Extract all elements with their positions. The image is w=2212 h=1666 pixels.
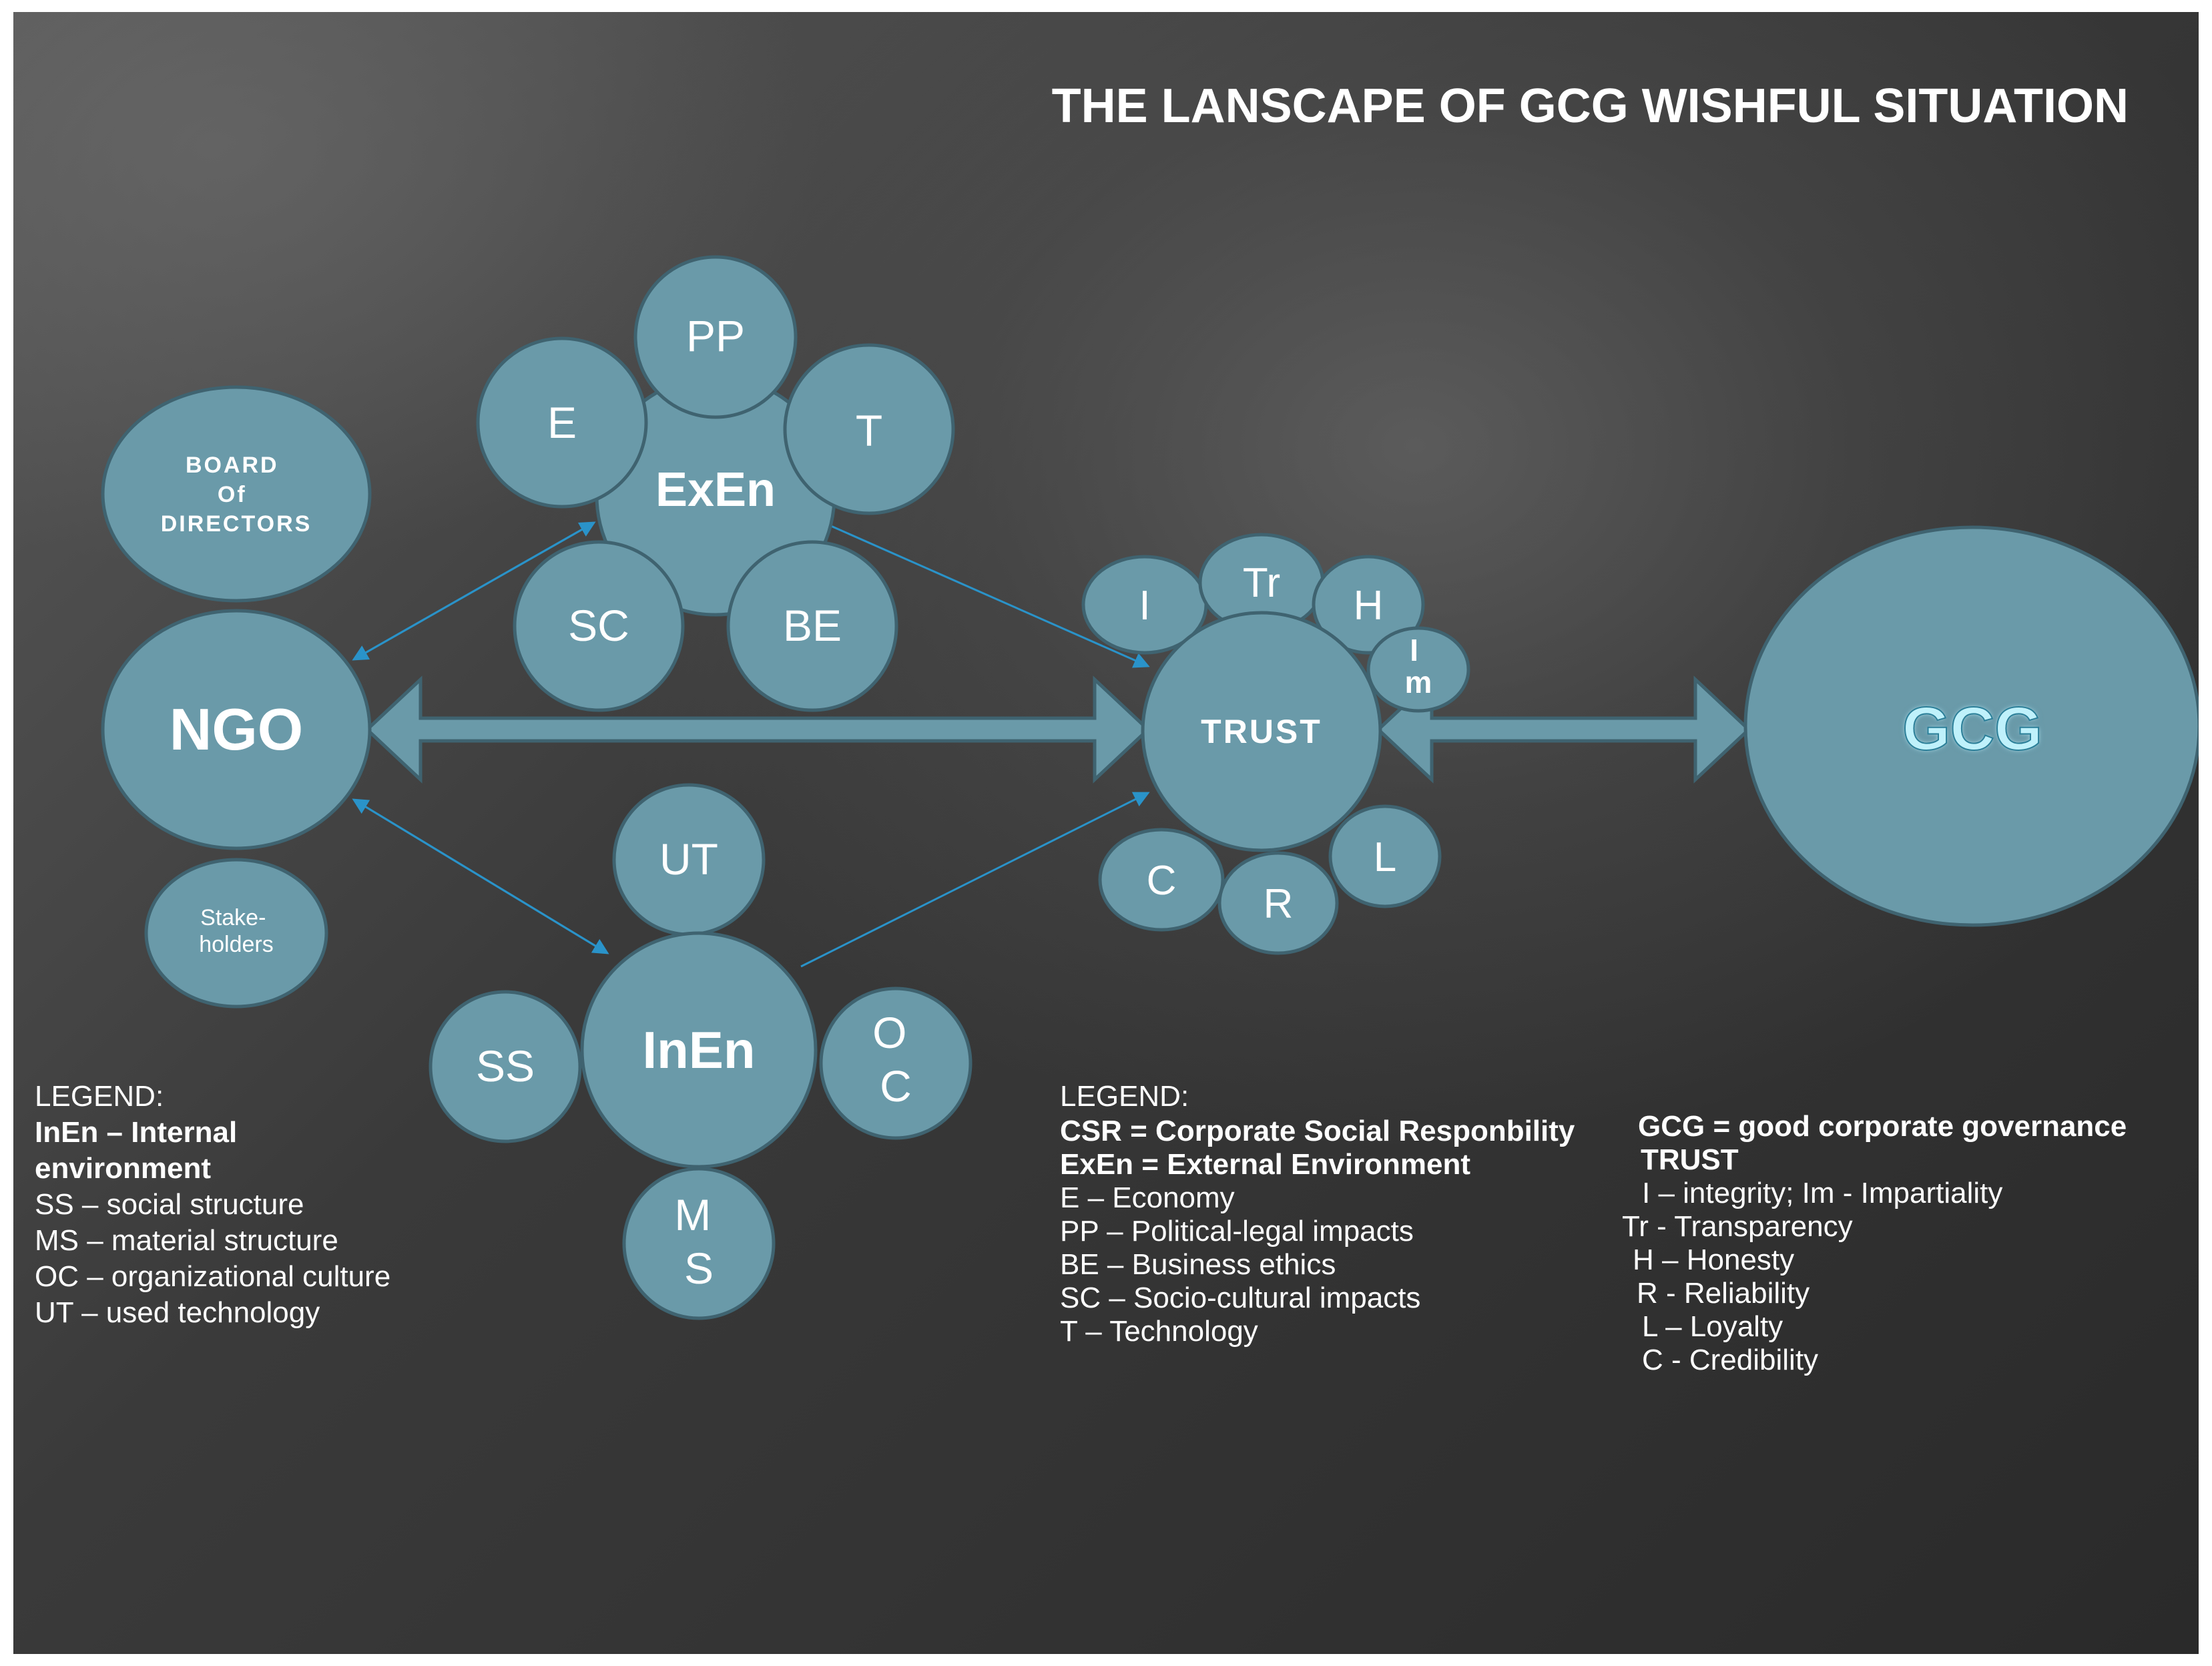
arrow-ngo-inen: [353, 798, 609, 954]
legend-right-line: R - Reliability: [1637, 1277, 1810, 1310]
trust-node: [1141, 611, 1382, 852]
landscape-diagram: ExEn PP E T SC BE BOARD Of DIRECTORS NGO…: [101, 255, 2199, 1320]
trust-label: TRUST: [1201, 713, 1322, 750]
ms-label: M S: [674, 1190, 723, 1293]
board-line-1: BOARD: [186, 453, 279, 478]
legend-middle-line: CSR = Corporate Social Responbility: [1060, 1115, 1575, 1147]
ms-line-1: M: [674, 1190, 711, 1239]
legend-middle-line: PP – Political-legal impacts: [1060, 1215, 1414, 1247]
h-node: [1312, 555, 1425, 655]
legend-middle-heading: LEGEND:: [1060, 1080, 1189, 1113]
ngo-cluster: BOARD Of DIRECTORS NGO Stake- holders: [101, 385, 372, 1009]
ss-node: [429, 990, 582, 1143]
exen-cluster: ExEn PP E T SC BE: [476, 255, 955, 712]
legend-right-line: I – integrity; Im - Impartiality: [1642, 1177, 2003, 1209]
e-label: E: [547, 398, 577, 447]
board-label: BOARD Of DIRECTORS: [161, 453, 312, 537]
legend-middle-line: E – Economy: [1060, 1181, 1235, 1214]
i-label: I: [1139, 583, 1150, 629]
legend-right-line: L – Loyalty: [1642, 1310, 1783, 1343]
im-line-1: I: [1410, 633, 1418, 667]
oc-line-1: O: [872, 1008, 906, 1057]
trust-cluster: I Tr H I m C R L TRUST: [1081, 533, 1470, 955]
gcg-node: [1743, 525, 2199, 927]
stakeholders-line-1: Stake-: [200, 905, 266, 930]
double-arrow-ngo-trust: [364, 675, 1151, 784]
legend-left-line: SS – social structure: [35, 1188, 304, 1221]
l-label: L: [1374, 834, 1396, 880]
be-node: [726, 540, 898, 712]
legend-left-line: MS – material structure: [35, 1224, 338, 1257]
be-label: BE: [783, 601, 842, 650]
legend-middle-line: T – Technology: [1060, 1315, 1258, 1348]
r-label: R: [1264, 881, 1294, 927]
oc-line-2: C: [880, 1061, 912, 1111]
ut-label: UT: [659, 834, 718, 884]
sc-node: [513, 540, 685, 712]
t-node: [783, 343, 955, 515]
inen-node: [580, 931, 818, 1169]
ms-line-2: S: [684, 1243, 714, 1293]
c-node: [1098, 828, 1225, 932]
legend-middle-line: SC – Socio-cultural impacts: [1060, 1282, 1421, 1314]
pp-label: PP: [686, 311, 745, 360]
h-label: H: [1354, 583, 1384, 629]
legend-right-line: H – Honesty: [1633, 1243, 1795, 1276]
l-node: [1328, 804, 1442, 908]
tr-label: Tr: [1243, 560, 1280, 606]
stakeholders-label: Stake- holders: [199, 905, 274, 957]
oc-node: [819, 987, 973, 1140]
inen-cluster: UT SS O C M S InEn: [429, 783, 973, 1320]
arrow-exen-trust: [830, 525, 1150, 668]
r-node: [1217, 851, 1339, 955]
stakeholders-line-2: holders: [199, 932, 274, 957]
board-line-3: DIRECTORS: [161, 511, 312, 537]
legend-right-line: Tr - Transparency: [1622, 1210, 1853, 1243]
legend-right-line: C - Credibility: [1642, 1344, 1819, 1376]
slide: ExEn PP E T SC BE BOARD Of DIRECTORS NGO…: [13, 12, 2199, 1654]
ngo-label: NGO: [170, 696, 303, 762]
legend-middle-line: BE – Business ethics: [1060, 1248, 1336, 1281]
legend-right-line: TRUST: [1641, 1143, 1739, 1176]
ms-node: [622, 1167, 776, 1320]
stakeholders-node: [144, 858, 328, 1009]
legend-left-heading: LEGEND:: [35, 1080, 164, 1113]
legend-left-line: UT – used technology: [35, 1296, 320, 1329]
board-node: [101, 385, 372, 603]
pp-node: [633, 255, 798, 419]
legend-middle: LEGEND: CSR = Corporate Social Responbil…: [1060, 1079, 1575, 1348]
im-label: I m: [1405, 633, 1432, 700]
legend-left-line: OC – organizational culture: [35, 1260, 391, 1293]
c-label: C: [1147, 858, 1177, 904]
page-title: THE LANSCAPE OF GCG WISHFUL SITUATION: [1051, 79, 2129, 133]
oc-label: O C: [872, 1008, 919, 1111]
inen-label: InEn: [643, 1021, 756, 1079]
legend-left-line: InEn – Internal environment: [35, 1116, 238, 1185]
legend-right-line: GCG = good corporate governance: [1638, 1110, 2127, 1143]
arrow-ngo-exen: [353, 521, 596, 661]
sc-label: SC: [568, 601, 629, 650]
gcg-label: GCG: [1902, 695, 2042, 763]
exen-label: ExEn: [655, 463, 776, 517]
im-line-2: m: [1405, 665, 1432, 700]
legend-middle-line: ExEn = External Environment: [1060, 1148, 1470, 1181]
arrow-inen-trust: [800, 792, 1150, 968]
t-label: T: [856, 406, 882, 455]
im-node: [1366, 626, 1470, 713]
ss-label: SS: [476, 1041, 535, 1091]
e-node: [476, 336, 648, 509]
gcg-cluster: GCG: [1743, 525, 2199, 927]
ngo-node: [101, 609, 372, 850]
board-line-2: Of: [218, 482, 247, 507]
